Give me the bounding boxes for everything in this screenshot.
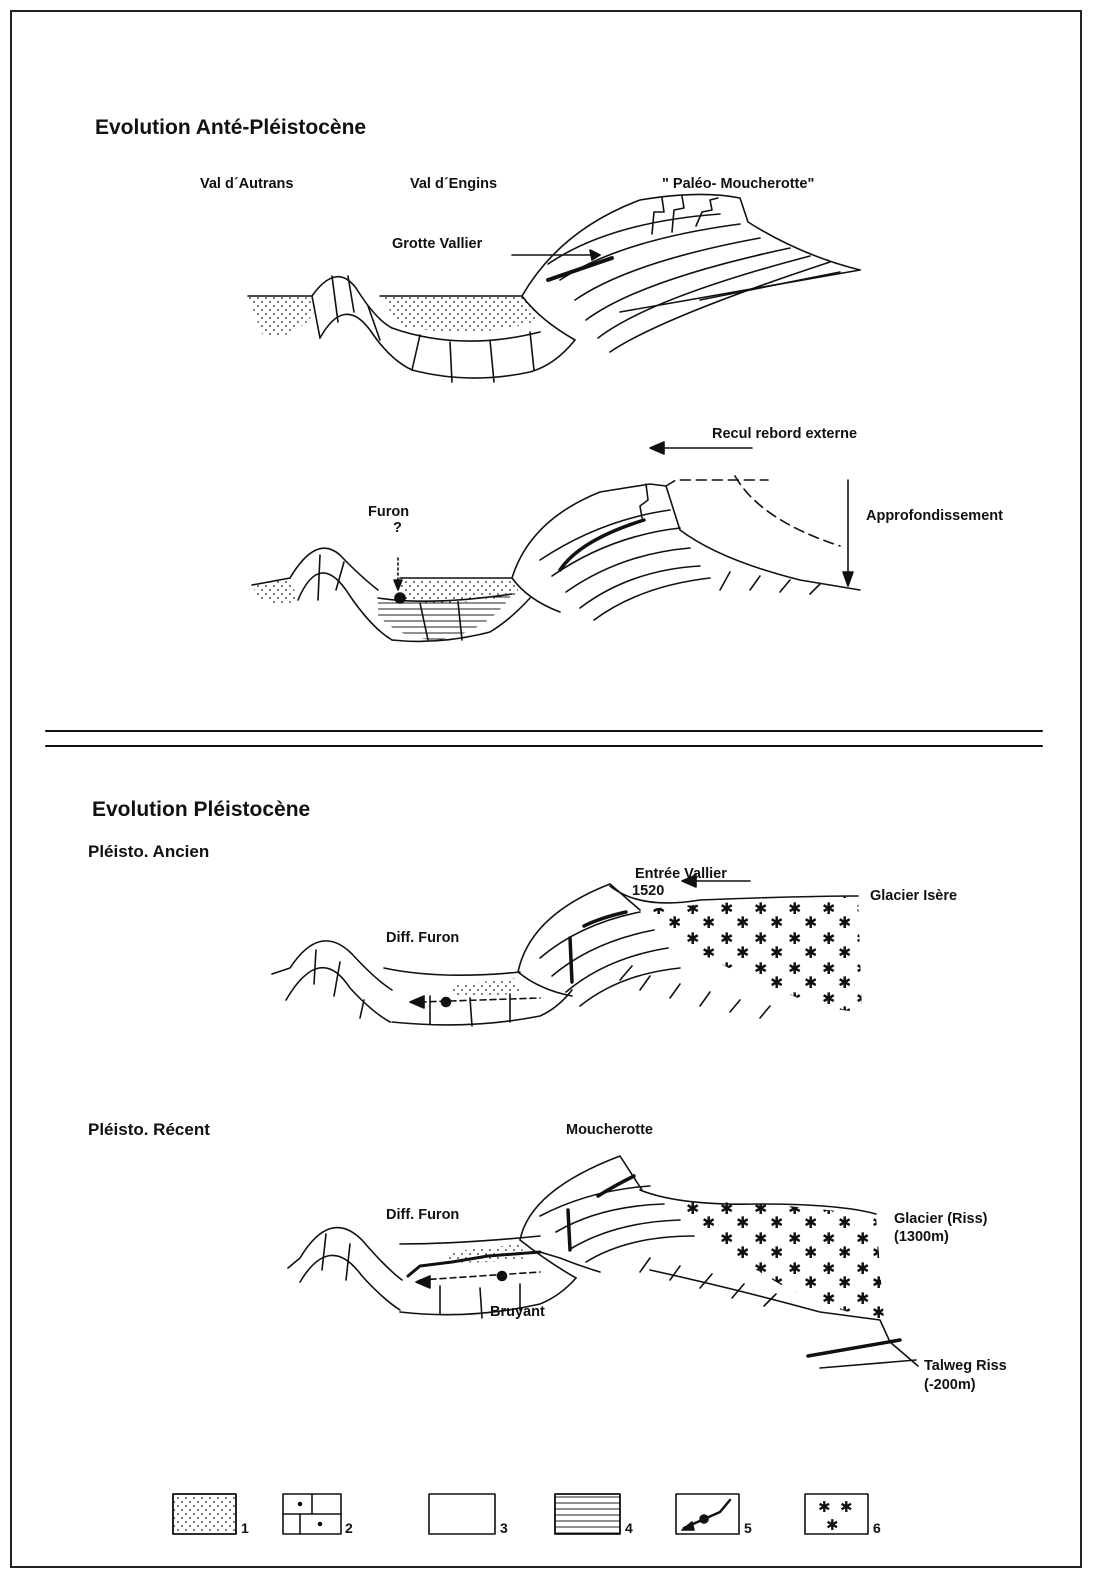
label-val-autrans: Val d´Autrans — [200, 176, 293, 192]
svg-text:✱: ✱ — [840, 1498, 853, 1516]
svg-text:✱: ✱ — [818, 1498, 831, 1516]
label-grotte-vallier: Grotte Vallier — [392, 236, 482, 252]
label-paleo-moucherotte: " Paléo- Moucherotte" — [662, 176, 814, 192]
label-moucherotte: Moucherotte — [566, 1122, 653, 1138]
label-recul-rebord-externe: Recul rebord externe — [712, 426, 857, 442]
legend-icon-3 — [429, 1494, 495, 1534]
section2-title: Evolution Pléistocène — [92, 798, 310, 822]
label-glacier-altitude: (1300m) — [894, 1229, 949, 1245]
svg-text:✱: ✱ — [826, 1516, 839, 1534]
label-furon-question: ? — [393, 520, 402, 536]
label-glacier-riss: Glacier (Riss) — [894, 1211, 988, 1227]
label-glacier-isere: Glacier Isère — [870, 888, 957, 904]
label-diff-furon-recent: Diff. Furon — [386, 1207, 459, 1223]
label-altitude-1520: 1520 — [632, 883, 664, 899]
subtitle-pleisto-ancien: Pléisto. Ancien — [88, 842, 209, 862]
legend-icon-2 — [283, 1494, 341, 1534]
legend-icon-6: ✱ ✱ ✱ — [805, 1494, 868, 1534]
legend-number-4: 4 — [625, 1520, 633, 1536]
label-furon: Furon — [368, 504, 409, 520]
legend-number-2: 2 — [345, 1520, 353, 1536]
legend-number-1: 1 — [241, 1520, 249, 1536]
section-pleisto-ancien — [272, 875, 862, 1026]
section-ante-pleistocene-2 — [252, 442, 860, 641]
section-pleisto-recent — [288, 1156, 918, 1368]
label-bruyant: Bruyant — [490, 1304, 545, 1320]
legend-number-3: 3 — [500, 1520, 508, 1536]
label-talweg-depth: (-200m) — [924, 1377, 976, 1393]
section-ante-pleistocene-1 — [248, 194, 860, 382]
section1-title: Evolution Anté-Pléistocène — [95, 116, 366, 140]
label-val-engins: Val d´Engins — [410, 176, 497, 192]
legend-icon-4 — [555, 1494, 620, 1534]
legend-number-5: 5 — [744, 1520, 752, 1536]
label-entree-vallier: Entrée Vallier — [635, 866, 727, 882]
label-approfondissement: Approfondissement — [866, 508, 1003, 524]
subtitle-pleisto-recent: Pléisto. Récent — [88, 1120, 210, 1140]
label-diff-furon-ancien: Diff. Furon — [386, 930, 459, 946]
legend-icon-1 — [173, 1494, 236, 1534]
legend-number-6: 6 — [873, 1520, 881, 1536]
label-talweg-riss: Talweg Riss — [924, 1358, 1007, 1374]
legend-icon-5 — [676, 1494, 739, 1534]
